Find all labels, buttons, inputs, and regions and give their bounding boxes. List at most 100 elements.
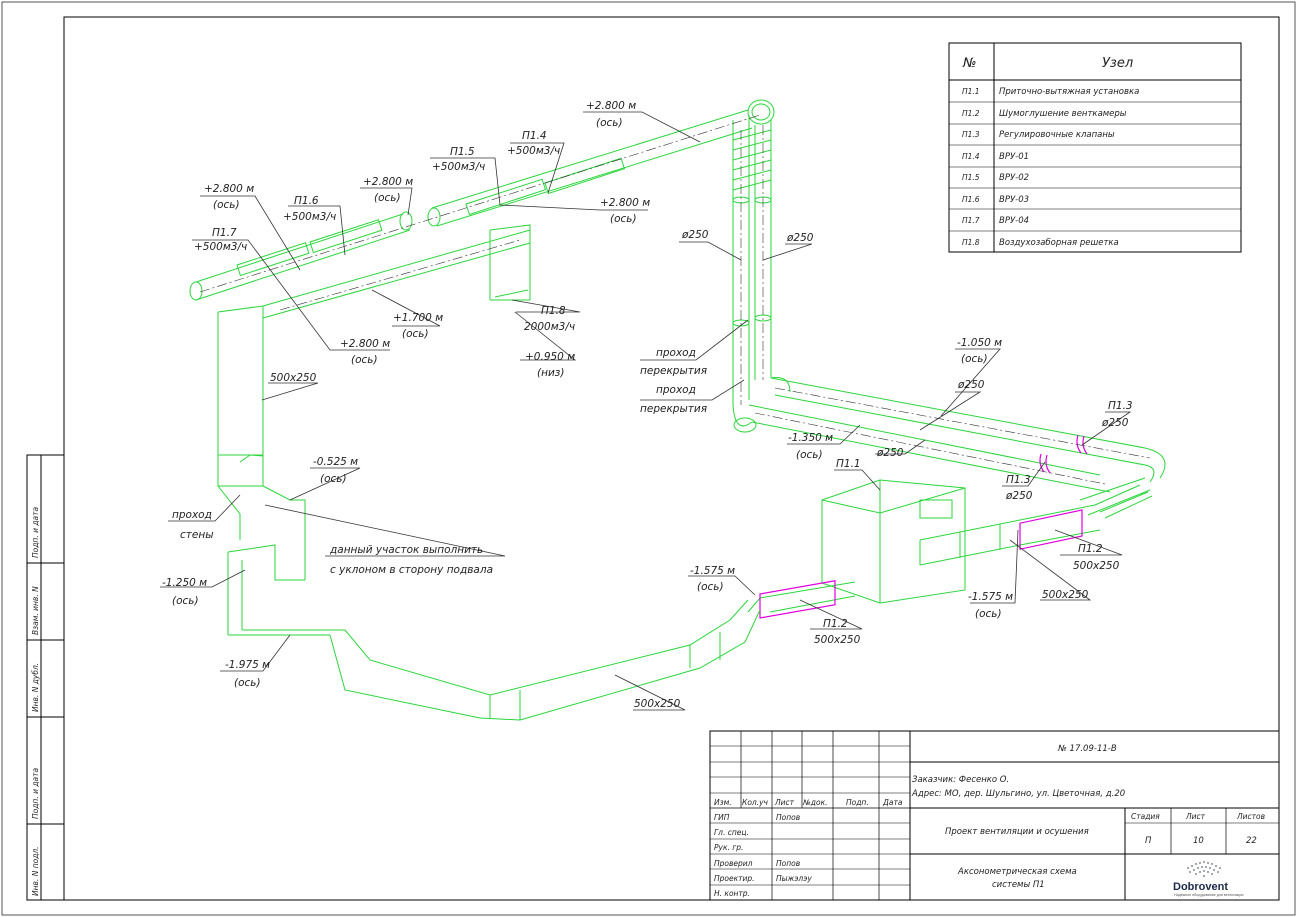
- label-l12-bot: (низ): [537, 367, 564, 379]
- label-l31-bot: 500х250: [1073, 560, 1120, 572]
- label-l1-top: +2.800 м: [586, 100, 636, 112]
- legend-id: П1.8: [962, 238, 980, 247]
- tb-head: Дата: [882, 798, 903, 807]
- label-l25-bot: (ось): [320, 473, 347, 485]
- label-l13: ø250: [681, 229, 709, 241]
- riser-right: [754, 120, 772, 380]
- label-l5-top: +2.800 м: [363, 176, 413, 188]
- label-l17-bot: (ось): [961, 353, 988, 365]
- label-l34-top: -1.975 м: [225, 659, 270, 671]
- label-l34-bot: (ось): [234, 677, 261, 689]
- legend-id: П1.7: [962, 216, 980, 225]
- legend-name: Приточно-вытяжная установка: [999, 87, 1139, 97]
- tb-person: Попов: [776, 859, 800, 868]
- label-l11-top: П1.8: [541, 305, 566, 317]
- label-l26-top: проход: [172, 509, 212, 521]
- side-stamp-4: Подп. и дата: [31, 768, 40, 819]
- label-l30-top: П1.2: [823, 618, 848, 630]
- side-stamp-5: Инв. N подл.: [31, 846, 40, 896]
- ductwork: [189, 99, 1166, 721]
- label-l6-bot: +500м3/ч: [283, 211, 336, 223]
- legend-id: П1.6: [962, 195, 980, 204]
- label-l27-top: данный участок выполнить: [329, 544, 483, 556]
- label-l25-top: -0.525 м: [313, 456, 358, 468]
- tb-head: Лист: [774, 798, 795, 807]
- drawing-frame: [63, 16, 1280, 901]
- label-l10-bot: (ось): [402, 328, 429, 340]
- tb-person: Попов: [776, 813, 800, 822]
- tb-role: Рук. гр.: [714, 843, 743, 852]
- label-l9-bot: (ось): [351, 354, 378, 366]
- tb-head: Кол.уч: [742, 798, 769, 807]
- legend-id: П1.3: [962, 130, 980, 139]
- label-l2-top: П1.4: [522, 130, 547, 142]
- diffuser-p1-6: [309, 219, 383, 254]
- label-l23: П1.1: [836, 458, 861, 470]
- sheets-value: 22: [1246, 836, 1257, 846]
- label-l28-bot: (ось): [172, 595, 199, 607]
- label-l16-top: проход: [656, 384, 696, 396]
- sheet-label: Лист: [1185, 812, 1206, 821]
- tb-role: Проектир.: [714, 874, 755, 883]
- label-l35: 500х250: [634, 698, 681, 710]
- diffuser-p1-5: [465, 178, 547, 216]
- annotations: +2.800 м (ось) П1.4 +500м3/ч П1.5 +500м3…: [162, 100, 1133, 710]
- address: Адрес: МО, дер. Шульгино, ул. Цветочная,…: [911, 789, 1125, 799]
- label-l22-top: П1.3: [1006, 474, 1031, 486]
- label-l2-bot: +500м3/ч: [507, 145, 560, 157]
- logo-text: Dobrovent: [1173, 881, 1228, 893]
- label-l17-top: -1.050 м: [957, 337, 1002, 349]
- drawing-title-2: системы П1: [992, 880, 1045, 890]
- label-l32-bot: (ось): [975, 608, 1002, 620]
- label-l9-top: +2.800 м: [340, 338, 390, 350]
- riser-left: [732, 115, 750, 405]
- label-l31-top: П1.2: [1078, 543, 1103, 555]
- legend-id: П1.4: [962, 152, 980, 161]
- legend-name: ВРУ-01: [999, 152, 1029, 162]
- side-stamp-3: Инв. N дубл.: [31, 663, 40, 712]
- legend-name: Воздухозаборная решетка: [999, 238, 1119, 248]
- label-l4-top: +2.800 м: [600, 197, 650, 209]
- legend-id: П1.2: [962, 109, 980, 118]
- label-l7-top: +2.800 м: [204, 183, 254, 195]
- legend-col-node: Узел: [1102, 56, 1133, 71]
- stage-label: Стадия: [1131, 812, 1160, 821]
- project-title: Проект вентиляции и осушения: [945, 827, 1089, 837]
- legend-name: ВРУ-04: [999, 216, 1029, 226]
- tb-role: Гл. спец.: [714, 828, 749, 837]
- side-stamp: Подп. и дата Взам. инв. N Инв. N дубл. П…: [26, 454, 65, 901]
- label-l24: 500х250: [270, 372, 317, 384]
- label-l8-bot: +500м3/ч: [194, 241, 247, 253]
- tb-person: Пыжэлэу: [776, 874, 812, 883]
- label-l14: ø250: [786, 232, 814, 244]
- label-l4-bot: (ось): [610, 213, 637, 225]
- customer: Заказчик: Фесенко О.: [912, 775, 1009, 785]
- label-l20-bot: (ось): [796, 449, 823, 461]
- label-l5-bot: (ось): [374, 192, 401, 204]
- diffuser-p1-7: [236, 242, 310, 277]
- label-l20-top: -1.350 м: [788, 432, 833, 444]
- silencer-p1-2-left: [759, 580, 836, 619]
- label-l28-top: -1.250 м: [162, 577, 207, 589]
- upper-duct-left: [195, 213, 411, 301]
- label-l15-top: проход: [656, 347, 696, 359]
- legend-col-num: №: [962, 56, 977, 71]
- label-l6-top: П1.6: [294, 195, 319, 207]
- tb-role: Н. контр.: [714, 889, 750, 898]
- stage-value: П: [1145, 836, 1152, 846]
- legend-table: № Узел П1.1 Приточно-вытяжная установка …: [948, 42, 1242, 253]
- upper-duct-right: [431, 109, 753, 227]
- label-l3-top: П1.5: [450, 146, 475, 158]
- legend-id: П1.1: [962, 87, 980, 96]
- tb-role: ГИП: [714, 813, 730, 822]
- drawing-title-1: Аксонометрическая схема: [957, 867, 1077, 877]
- label-l29-top: -1.575 м: [690, 565, 735, 577]
- ahu-p1-1: [821, 479, 966, 604]
- label-l16-bot: перекрытия: [640, 403, 707, 415]
- label-l7-bot: (ось): [213, 199, 240, 211]
- label-l15-bot: перекрытия: [640, 365, 707, 377]
- label-l29-bot: (ось): [697, 581, 724, 593]
- label-l21: ø250: [876, 447, 904, 459]
- leader-lines: [160, 111, 1132, 711]
